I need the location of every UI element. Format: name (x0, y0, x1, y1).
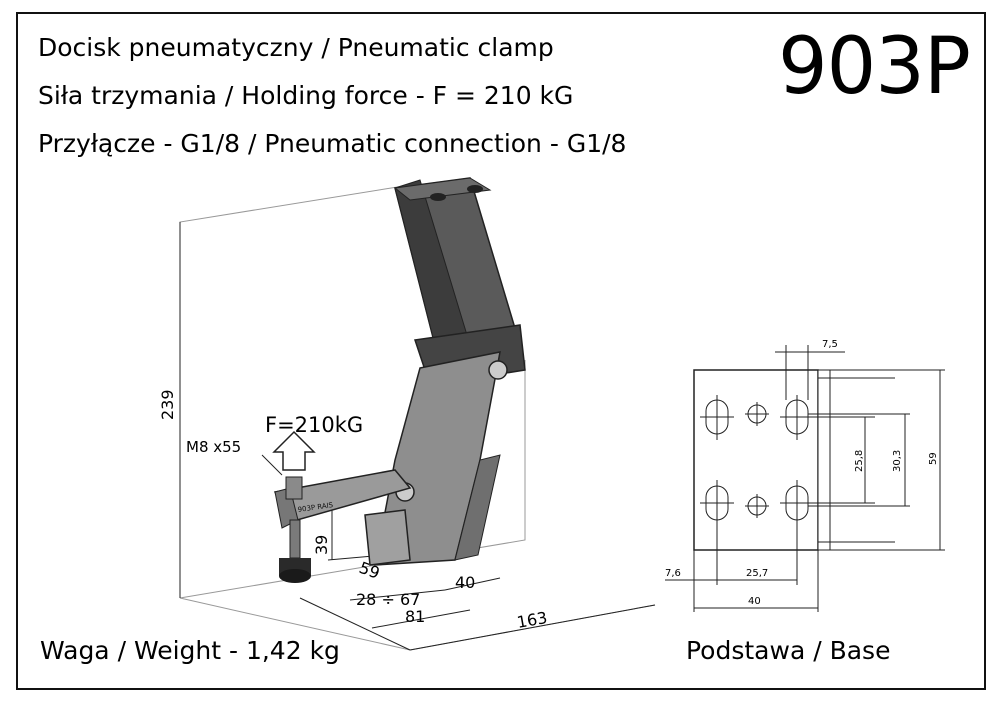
base-dim-7-6: 7,6 (665, 568, 681, 579)
base-dim-7-5: 7,5 (822, 339, 838, 350)
base-dim-25-7: 25,7 (746, 568, 768, 579)
screw-label: M8 x55 (186, 438, 241, 456)
base-label: Podstawa / Base (686, 636, 891, 665)
dim-40: 40 (455, 573, 475, 592)
title-line-2: Siła trzymania / Holding force - F = 210… (38, 81, 574, 110)
screw-leader (261, 454, 283, 476)
pressure-spindle (279, 476, 311, 583)
force-arrow-icon (272, 430, 316, 471)
model-number: 903P (778, 22, 971, 112)
dim-range: 28 ÷ 67 (356, 590, 420, 609)
force-label: F=210kG (265, 413, 363, 437)
dim-81: 81 (405, 607, 425, 626)
clamp-body (364, 351, 508, 566)
title-line-3: Przyłącze - G1/8 / Pneumatic connection … (38, 129, 627, 158)
dim-height: 239 (158, 389, 177, 420)
base-dim-30-3: 30,3 (892, 450, 903, 472)
pneumatic-cylinder (393, 177, 526, 386)
title-line-1: Docisk pneumatyczny / Pneumatic clamp (38, 33, 554, 62)
dim-spindle: 39 (312, 535, 331, 555)
weight-label: Waga / Weight - 1,42 kg (40, 636, 340, 665)
dim-163: 163 (515, 608, 548, 632)
base-plate-drawing (665, 345, 945, 612)
base-dim-59: 59 (928, 452, 939, 465)
base-dim-25-8: 25,8 (854, 450, 865, 472)
drawing-frame (16, 12, 986, 690)
base-dim-40: 40 (748, 596, 761, 607)
